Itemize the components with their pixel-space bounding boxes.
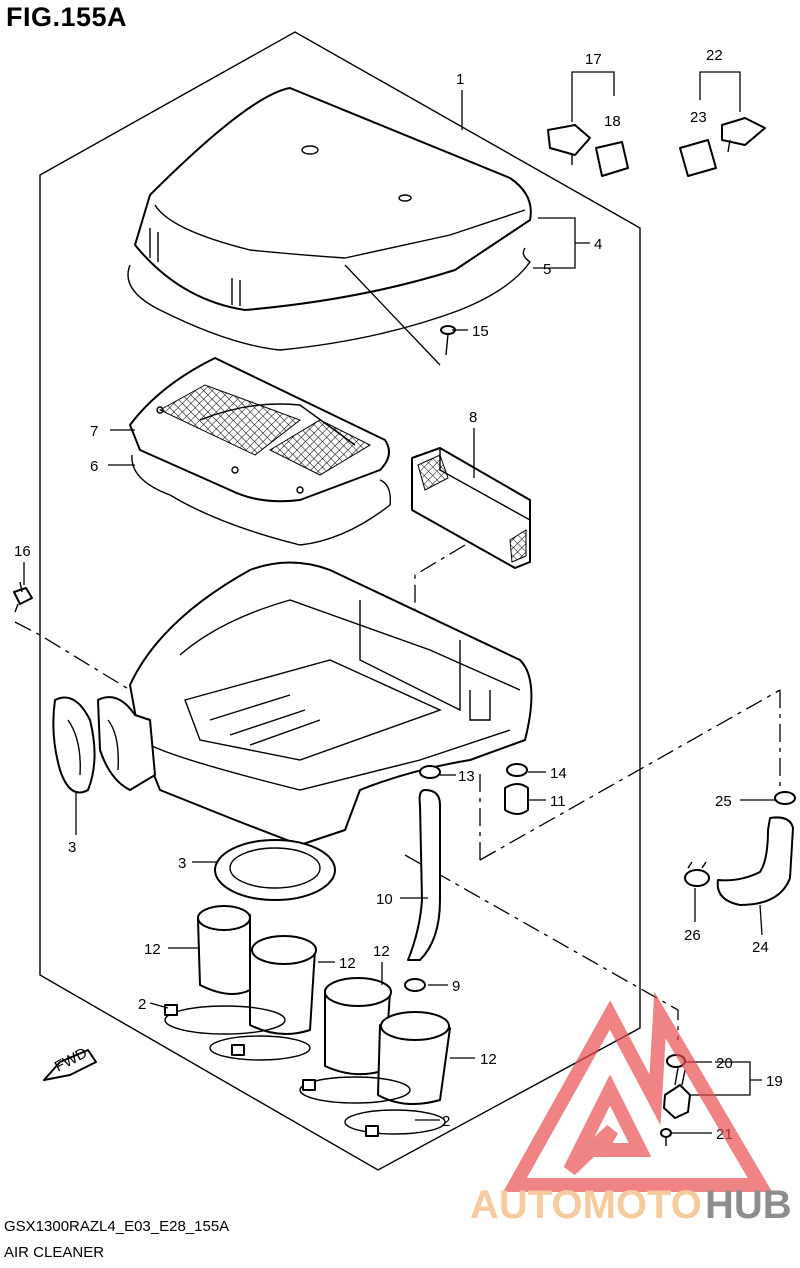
hose-10[interactable] [407, 789, 441, 961]
seal-ring-left[interactable] [52, 696, 96, 794]
callout-2a: 2 [138, 996, 146, 1013]
seal-ring-bottom[interactable] [214, 839, 336, 901]
screw-21[interactable] [660, 1128, 672, 1146]
automotohub-watermark: AUTOMOTO HUB [470, 991, 792, 1227]
clip-14[interactable] [506, 763, 528, 777]
callout-12a: 12 [144, 941, 161, 958]
callout-15: 15 [472, 323, 489, 340]
cover-23[interactable] [679, 139, 717, 177]
alignment-line-8 [414, 544, 466, 615]
clamp-lower[interactable] [299, 1076, 446, 1137]
model-code: GSX1300RAZL4_E03_E28_155A [4, 1218, 230, 1235]
callout-26: 26 [684, 927, 701, 944]
sensor-22[interactable] [721, 117, 766, 153]
callout-1: 1 [456, 71, 464, 88]
callout-5: 5 [543, 261, 551, 278]
sensor-17[interactable] [547, 124, 591, 165]
figure-title: FIG.155A [6, 2, 128, 32]
section-name: AIR CLEANER [4, 1244, 105, 1261]
clamp-26[interactable] [684, 861, 710, 887]
leader-lines [23, 71, 775, 1134]
callout-13: 13 [458, 768, 475, 785]
foam-element[interactable] [411, 447, 531, 569]
drain-valve-19[interactable] [663, 1067, 691, 1119]
callout-4: 4 [594, 236, 602, 253]
intake-funnel-4[interactable] [377, 1011, 451, 1105]
callout-3a: 3 [68, 839, 76, 856]
callout-25: 25 [715, 793, 732, 810]
clamp-upper[interactable] [164, 1004, 311, 1061]
callout-14: 14 [550, 765, 567, 782]
callout-16: 16 [14, 543, 31, 560]
clip-25[interactable] [774, 791, 796, 805]
callout-19: 19 [766, 1073, 783, 1090]
callout-3b: 3 [178, 855, 186, 872]
callout-12b: 12 [339, 955, 356, 972]
filter-gasket[interactable] [131, 454, 391, 546]
alignment-line-16 [14, 621, 131, 691]
cover-18[interactable] [595, 141, 629, 177]
callout-17: 17 [585, 51, 602, 68]
intake-funnel-2[interactable] [249, 935, 317, 1035]
alignment-line-drain [404, 854, 679, 1040]
clip-9[interactable] [404, 978, 426, 992]
callout-8: 8 [469, 409, 477, 426]
hose-24[interactable] [716, 816, 794, 906]
intake-funnel-1[interactable] [197, 905, 251, 995]
callout-18: 18 [604, 113, 621, 130]
watermark-triangle-icon [503, 991, 773, 1192]
callout-10: 10 [376, 891, 393, 908]
callout-11: 11 [550, 793, 566, 810]
watermark-text-left: AUTOMOTO [470, 1183, 702, 1227]
plug-11[interactable] [504, 783, 529, 815]
watermark-text-right: HUB [705, 1183, 792, 1227]
air-cleaner-cover-upper[interactable] [134, 87, 532, 311]
callout-24: 24 [752, 939, 769, 956]
callout-23: 23 [690, 109, 707, 126]
air-cleaner-case-lower[interactable] [129, 561, 533, 846]
air-filter-element[interactable] [129, 357, 390, 503]
duct-left[interactable] [97, 696, 156, 791]
callout-22: 22 [706, 47, 723, 64]
fwd-arrow: FWD [43, 1044, 97, 1081]
callout-9: 9 [452, 978, 460, 995]
assembly-frame [39, 31, 641, 1171]
cover-gasket[interactable] [127, 247, 531, 351]
bolt-16[interactable] [13, 581, 33, 613]
alignment-line-hose [479, 689, 781, 861]
callout-7: 7 [90, 423, 98, 440]
callout-6: 6 [90, 458, 98, 475]
callout-12d: 12 [480, 1051, 497, 1068]
clip-13[interactable] [419, 765, 441, 779]
callout-20: 20 [716, 1055, 733, 1072]
intake-funnel-3[interactable] [324, 977, 392, 1076]
callout-2b: 2 [442, 1113, 450, 1130]
callout-12c: 12 [373, 943, 390, 960]
